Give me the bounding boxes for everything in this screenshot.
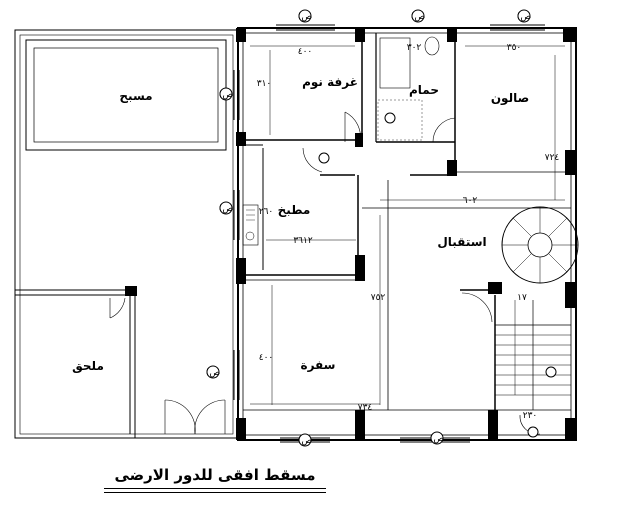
room-label-kitchen: مطبخ [278,203,311,217]
axis-marker-label: (ص [430,434,445,444]
dim-salon-width: ٣٥٠ [507,43,522,53]
dim-bedroom-depth: ٣١٠ [257,79,272,89]
dim-bathroom-width: ٣٠٢ [407,43,422,53]
house-outline [237,27,577,441]
room-label-bathroom: حمام [409,83,439,98]
room-label-bedroom: غرفة نوم [302,75,358,90]
room-label-salon: صالون [491,91,529,106]
structural-columns [125,28,576,440]
room-label-annex: ملحق [72,359,104,373]
dim-kitchen-width: ٣٦١٢ [293,236,313,246]
dim-stair-top: ١٧ [517,293,527,303]
dim-bedroom-width: ٤٠٠ [298,47,313,57]
axis-marker-label: (ص [298,12,313,22]
windows [233,24,545,443]
axis-marker-label: (ص [219,90,234,100]
dim-salon-depth: ٧٢٤ [545,153,560,163]
dim-reception-depth: ٧٥٢ [371,293,386,303]
dim-dining-depth: ٤٠٠ [259,353,274,363]
room-label-dining: سفرة [301,358,336,372]
axis-marker-label: (ص [517,12,532,22]
title-underline [104,492,326,493]
title-underline [104,488,326,489]
axis-marker-label: (ص [206,368,221,378]
dim-reception-width: ٦٠٢ [463,196,478,206]
dim-stair-bottom: ٢٣٠ [523,411,538,421]
dim-kitchen-depth: ٢٦٠ [259,207,274,217]
room-label-reception: استقبال [437,235,486,249]
room-label-pool: مسبح [119,89,152,103]
dim-dining-width: ٧٣٤ [358,403,373,413]
axis-marker-label: (ص [219,204,234,214]
axis-marker-label: (ص [411,12,426,22]
axis-markers [206,9,557,447]
axis-marker-label: (ص [298,436,313,446]
plan-title: مسقط افقى للدور الارضى [114,466,316,484]
